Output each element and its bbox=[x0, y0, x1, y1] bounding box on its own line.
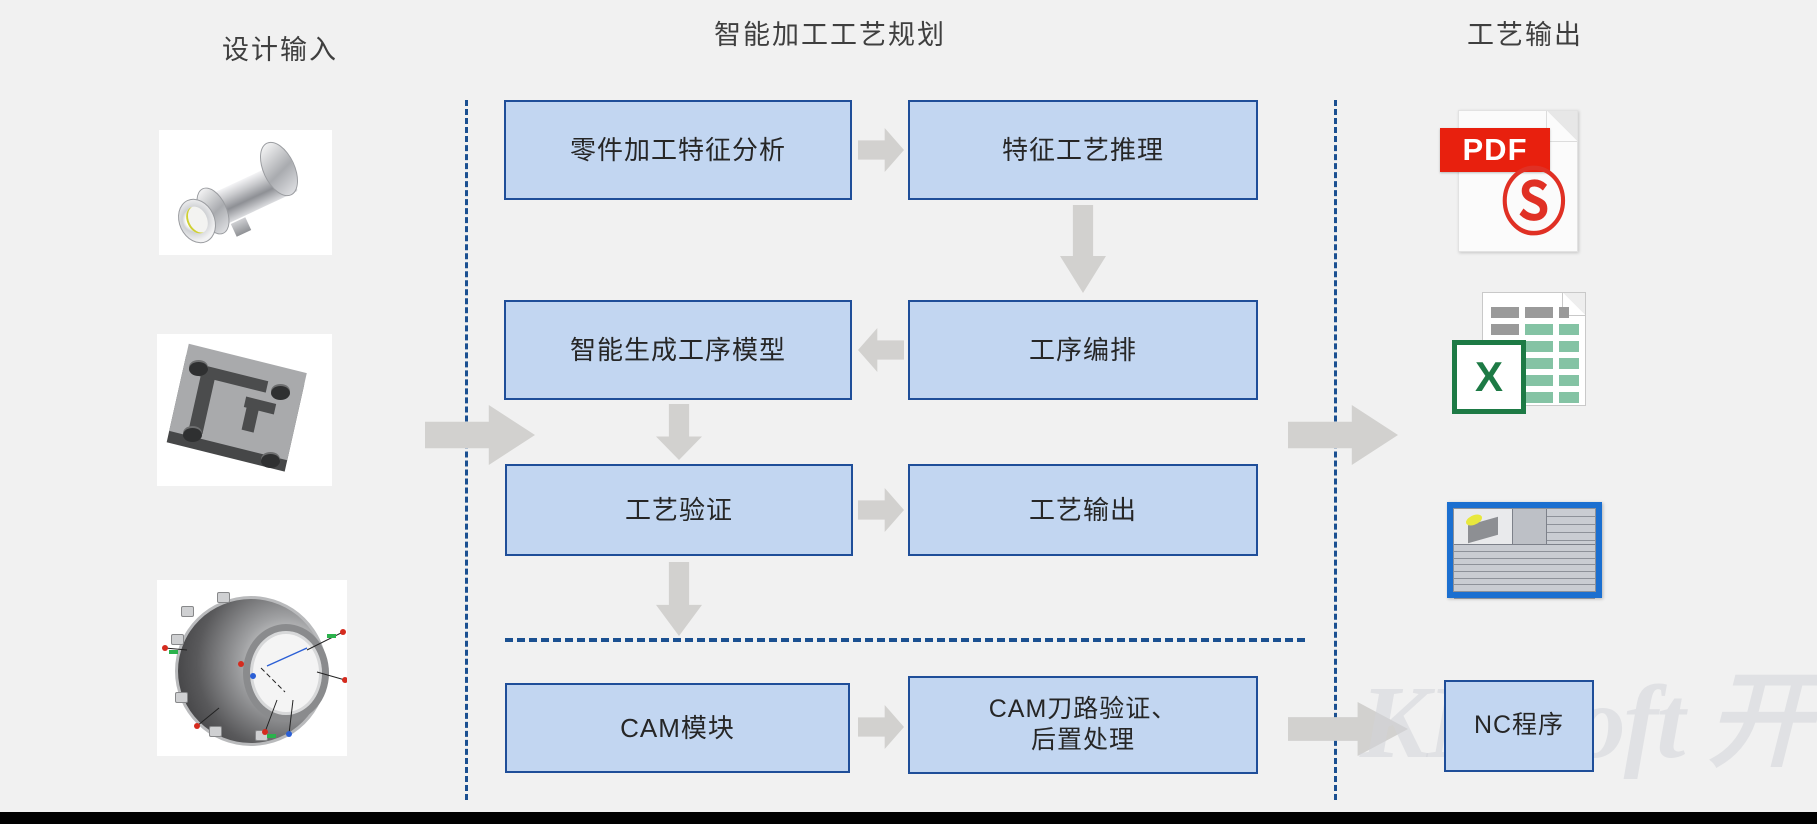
process-box-label: CAM模块 bbox=[620, 712, 735, 743]
column-title-process-output: 工艺输出 bbox=[1467, 20, 1583, 50]
excel-data-cell bbox=[1525, 358, 1553, 369]
flow-arrow-planning-to-output bbox=[1288, 405, 1398, 465]
flow-arrow-cam-to-toolpath bbox=[858, 705, 904, 749]
process-card-page bbox=[1453, 508, 1596, 599]
casing-bore-ring bbox=[243, 624, 329, 722]
output-icon-process-card[interactable] bbox=[1447, 502, 1602, 599]
process-box-label-line1: CAM刀路验证、 bbox=[988, 694, 1178, 723]
process-box-label: 特征工艺推理 bbox=[1001, 134, 1164, 165]
process-box-feature-analysis[interactable]: 零件加工特征分析 bbox=[504, 100, 852, 200]
excel-header-cell-2 bbox=[1525, 307, 1553, 318]
flow-arrow-sequencing-to-model bbox=[858, 328, 904, 372]
card-table-row bbox=[1454, 545, 1595, 552]
pdf-badge-label: PDF bbox=[1440, 128, 1550, 172]
process-box-cam-module[interactable]: CAM模块 bbox=[505, 683, 850, 773]
mold-plate-shape bbox=[167, 342, 322, 476]
card-table-row bbox=[1454, 559, 1595, 566]
design-input-image-engine-casing bbox=[157, 580, 347, 756]
process-card-title-block bbox=[1513, 509, 1548, 545]
process-box-nc-program[interactable]: NC程序 bbox=[1444, 680, 1594, 772]
process-card-header bbox=[1454, 509, 1595, 550]
casing-shape bbox=[157, 580, 347, 756]
mold-hole-4 bbox=[261, 454, 280, 468]
process-box-label: 工艺验证 bbox=[624, 494, 733, 525]
process-box-label: NC程序 bbox=[1473, 711, 1565, 740]
mold-top-face bbox=[169, 343, 307, 461]
process-box-label: 工序编排 bbox=[1028, 334, 1137, 365]
card-grid-row bbox=[1547, 517, 1595, 526]
card-table-row bbox=[1454, 565, 1595, 573]
design-input-image-mold-base bbox=[157, 334, 332, 486]
card-grid-row bbox=[1547, 509, 1595, 518]
output-icon-pdf-document[interactable]: PDF Ⓢ bbox=[1440, 110, 1605, 252]
process-box-cam-toolpath-verification[interactable]: CAM刀路验证、 后置处理 bbox=[908, 676, 1258, 774]
process-box-process-verification[interactable]: 工艺验证 bbox=[505, 464, 853, 556]
casing-mbd-annotations bbox=[162, 629, 347, 738]
process-card-step-table bbox=[1454, 545, 1595, 599]
excel-data-cell bbox=[1525, 375, 1553, 386]
excel-badge-label: X bbox=[1452, 340, 1526, 414]
design-input-image-shaft-housing bbox=[159, 130, 332, 255]
excel-data-cell bbox=[1525, 392, 1553, 403]
process-box-operation-sequencing[interactable]: 工序编排 bbox=[908, 300, 1258, 400]
excel-data-cell bbox=[1559, 392, 1579, 403]
process-card-frame bbox=[1447, 502, 1602, 599]
excel-data-cell bbox=[1559, 358, 1579, 369]
flow-arrow-row1 bbox=[858, 128, 904, 172]
card-table-row bbox=[1454, 592, 1595, 599]
page-fold-corner bbox=[1546, 111, 1577, 142]
flow-arrow-toolpath-to-nc bbox=[1288, 702, 1408, 756]
process-box-label: CAM刀路验证、 后置处理 bbox=[989, 694, 1178, 757]
casing-lug-3 bbox=[217, 592, 230, 603]
column-title-design-input: 设计输入 bbox=[222, 35, 338, 65]
flow-arrow-reasoning-to-sequencing bbox=[1060, 205, 1106, 293]
excel-data-cell bbox=[1525, 341, 1553, 352]
dashed-divider-horizontal bbox=[505, 638, 1305, 642]
dashed-divider-left bbox=[465, 100, 468, 800]
process-box-label: 工艺输出 bbox=[1028, 494, 1137, 525]
mold-hole-1 bbox=[189, 362, 208, 376]
process-card-attribute-grid bbox=[1547, 509, 1595, 550]
flow-arrow-design-to-planning bbox=[425, 405, 535, 465]
flow-arrow-verification-to-output bbox=[858, 488, 904, 532]
card-table-row bbox=[1454, 572, 1595, 579]
mold-hole-3 bbox=[183, 428, 202, 442]
excel-header-cell-3 bbox=[1559, 307, 1569, 318]
process-box-generate-operation-model[interactable]: 智能生成工序模型 bbox=[504, 300, 852, 400]
flow-arrow-verification-to-cam bbox=[656, 562, 702, 636]
casing-lug-5 bbox=[209, 726, 222, 737]
process-box-label: 零件加工特征分析 bbox=[569, 134, 786, 165]
process-box-label-line2: 后置处理 bbox=[1030, 726, 1135, 754]
card-table-row bbox=[1454, 585, 1595, 593]
casing-lug-2 bbox=[181, 606, 194, 617]
process-box-label: 智能生成工序模型 bbox=[569, 334, 786, 365]
flow-arrow-model-to-verification bbox=[656, 404, 702, 460]
excel-data-cell bbox=[1559, 324, 1579, 335]
output-icon-excel-spreadsheet[interactable]: X bbox=[1452, 282, 1592, 414]
excel-header-cell-1 bbox=[1491, 307, 1519, 318]
card-grid-row bbox=[1547, 533, 1595, 542]
excel-data-cell bbox=[1559, 341, 1579, 352]
process-card-preview bbox=[1454, 509, 1514, 545]
column-title-intelligent-process-planning: 智能加工工艺规划 bbox=[714, 20, 946, 50]
mold-hole-2 bbox=[271, 386, 290, 400]
casing-lug-1 bbox=[171, 634, 184, 645]
bottom-bar bbox=[0, 812, 1817, 824]
excel-data-cell bbox=[1525, 324, 1553, 335]
card-grid-row bbox=[1547, 525, 1595, 534]
excel-data-cell bbox=[1559, 375, 1579, 386]
excel-header-cell-4 bbox=[1491, 324, 1519, 335]
casing-lug-4 bbox=[175, 692, 188, 703]
process-box-process-output[interactable]: 工艺输出 bbox=[908, 464, 1258, 556]
pdf-acrobat-swirl-icon: Ⓢ bbox=[1501, 164, 1567, 244]
dashed-divider-right bbox=[1334, 100, 1337, 800]
process-box-feature-reasoning[interactable]: 特征工艺推理 bbox=[908, 100, 1258, 200]
card-table-row bbox=[1454, 552, 1595, 559]
card-table-row bbox=[1454, 579, 1595, 586]
